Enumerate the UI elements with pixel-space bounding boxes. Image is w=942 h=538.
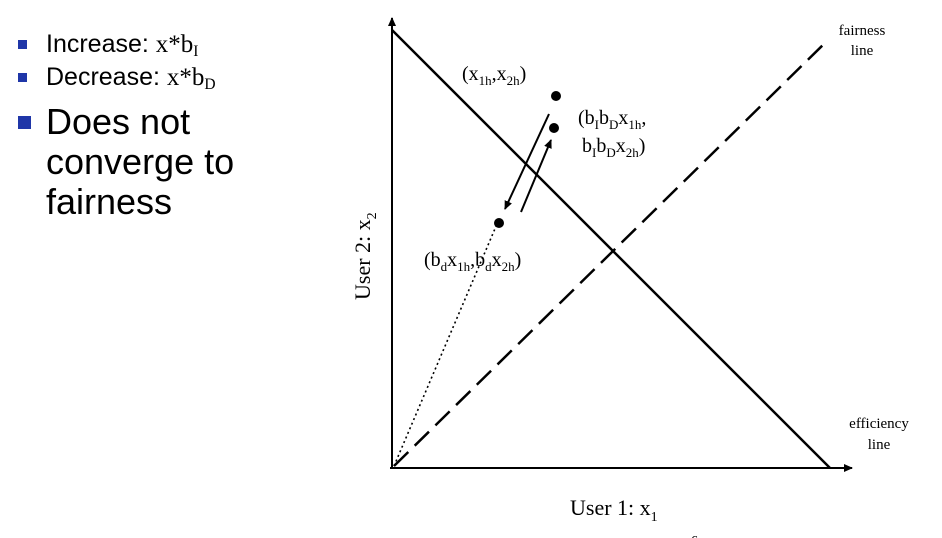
- decrease-label: Decrease:: [46, 63, 167, 91]
- conclusion-line-2: converge to: [46, 141, 235, 182]
- point-top-label: (x1h,x2h): [462, 63, 526, 88]
- efficiency-line: [391, 29, 831, 469]
- fairness-label-2: line: [851, 43, 874, 59]
- efficiency-label-2: line: [868, 437, 891, 453]
- fairness-line: [393, 39, 829, 467]
- origin-ray: [393, 223, 498, 467]
- y-axis-label: User 2: x2: [350, 212, 380, 300]
- bullet-list: Increase: x*bI Decrease: x*bD Does not c…: [18, 28, 318, 222]
- point-mid: [549, 123, 559, 133]
- bullet-square-icon: [18, 116, 31, 129]
- bullet-square-icon: [18, 73, 27, 82]
- point-bottom-label: (bdx1h,bdx2h): [424, 249, 521, 274]
- decrease-arrow: [504, 113, 550, 210]
- point-top: [551, 91, 561, 101]
- point-mid-label-1: (bIbDx1h,: [578, 107, 646, 132]
- bullet-conclusion: Does not converge to fairness: [18, 102, 318, 222]
- conclusion-line-3: fairness: [46, 181, 173, 222]
- increase-label: Increase:: [46, 30, 156, 58]
- x-axis-label: User 1: x1: [570, 495, 658, 525]
- point-mid-label-2: bIbDx2h): [582, 135, 645, 160]
- efficiency-label-1: efficiency: [849, 416, 909, 432]
- slide-number: 6: [691, 534, 698, 538]
- bullet-increase: Increase: x*bI: [18, 28, 318, 61]
- increase-expr: x*bI: [155, 31, 199, 60]
- bullet-square-icon: [18, 40, 27, 49]
- fairness-label-1: fairness: [839, 23, 886, 39]
- bullet-decrease: Decrease: x*bD: [18, 61, 318, 94]
- increase-arrow: [520, 139, 552, 213]
- point-bottom: [494, 218, 504, 228]
- decrease-expr: x*bD: [166, 64, 216, 93]
- conclusion-line-1: Does not: [46, 101, 191, 142]
